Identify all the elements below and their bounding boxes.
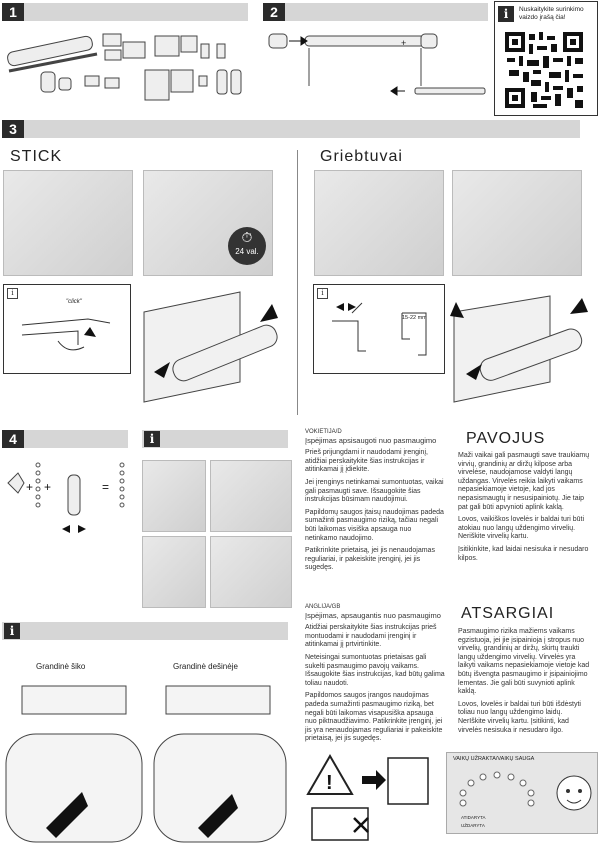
grip-title: Griebtuvai — [320, 148, 403, 165]
parts-illustration — [7, 33, 242, 101]
warning-gb-p3: Papildomos saugos įrangos naudojimas pad… — [305, 692, 443, 743]
warning-gb-block: ANGLIJA/GB Įspėjimas, apsaugantis nuo pa… — [305, 603, 445, 748]
info-header-bottom: i — [2, 622, 288, 640]
install-photo-4 — [210, 536, 292, 608]
warning-gb-p2: Neteisingai sumontuotas prietaisas gali … — [305, 653, 445, 687]
atsargiai-p1: Pasmaugimo rizika mažiems vaikams egzist… — [458, 628, 590, 696]
warning-gb-p1: Atidžiai perskaitykite šias instrukcijas… — [305, 624, 437, 649]
info-icon: i — [498, 6, 514, 22]
child-safety-strip: VAIKŲ UŽRAKTA/VAIKŲ SAUGA ATIDARYTA UŽDA… — [446, 752, 598, 834]
svg-text:=: = — [102, 480, 109, 494]
click-label: "click" — [66, 299, 82, 305]
pavojus-p1: Maži vaikai gali pasmaugti save traukiam… — [458, 452, 590, 511]
section-4-header: 4 — [2, 430, 128, 448]
warning-lt-block: VOKIETIJA/D Įspėjimas apsisaugoti nuo pa… — [305, 428, 445, 577]
pavojus-p2: Lovos, vaikiškos lovelės ir baldai turi … — [458, 516, 585, 541]
video-note-line1: Nuskaitykite surinkimo — [519, 6, 584, 13]
safety-warning-illustration: ! — [306, 754, 429, 841]
grip-detail-box: i 15-22 mm — [313, 284, 445, 374]
closed-label: UŽDARYTA — [461, 823, 485, 828]
section-2-number: 2 — [263, 3, 285, 21]
install-photo-2 — [210, 460, 292, 532]
info-icon: i — [4, 623, 20, 639]
click-illustration — [21, 318, 111, 351]
section-3-header: 3 — [2, 120, 580, 138]
grip-photo-1 — [314, 170, 444, 276]
warning-lt-p1: Prieš prijungdami ir naudodami įrenginį,… — [305, 449, 428, 474]
svg-text:+: + — [26, 480, 33, 494]
pavojus-p3: Įsitikinkite, kad laidai nesisuka ir nes… — [458, 545, 589, 562]
video-note-box: i Nuskaitykite surinkimo vaizdo įrašą či… — [494, 1, 598, 116]
info-header-mid: i — [142, 430, 288, 448]
open-label: ATIDARYTA — [461, 815, 486, 820]
stick-mount-illustration — [143, 291, 278, 403]
warning-gb-lang: ANGLIJA/GB — [305, 604, 341, 610]
chain-left-label: Grandinė šiko — [36, 662, 86, 671]
stick-detail-box: i "click" — [3, 284, 131, 374]
install-photo-3 — [142, 536, 206, 608]
warning-gb-heading: Įspėjimas, apsaugantis nuo pasmaugimo — [305, 610, 441, 620]
warning-lt-lang: VOKIETIJA/D — [305, 429, 342, 435]
timer-label: 24 val. — [235, 247, 259, 256]
section-divider — [297, 150, 298, 415]
atsargiai-title: ATSARGIAI — [461, 605, 555, 622]
info-icon: i — [7, 288, 18, 299]
section-4-number: 4 — [2, 430, 24, 448]
section-1-number: 1 — [2, 3, 24, 21]
video-note-line2: vaizdo įrašą čia! — [519, 14, 566, 21]
info-icon: i — [317, 288, 328, 299]
stick-photo-1 — [3, 170, 133, 276]
atsargiai-block: Pasmaugimo rizika mažiems vaikams egzist… — [458, 628, 590, 739]
assembly-illustration: + — [268, 33, 486, 96]
grip-mount-illustration — [450, 295, 588, 403]
gap-label: 15-22 mm — [402, 315, 427, 321]
install-photo-1 — [142, 460, 206, 532]
warning-lt-p2: Jei įrenginys netinkamai sumontuotas, va… — [305, 478, 444, 504]
svg-text:+: + — [401, 38, 406, 48]
section-2-header: 2 — [263, 3, 488, 21]
baby-face-icon — [556, 775, 592, 811]
warning-lt-p3: Papildomų saugos įtaisų naudojimas paded… — [305, 508, 444, 542]
chain-side-illustration — [5, 685, 287, 843]
child-lock-label: VAIKŲ UŽRAKTA/VAIKŲ SAUGA — [453, 756, 535, 762]
stick-photo-2: ⏱ 24 val. — [143, 170, 273, 276]
svg-text:!: ! — [326, 772, 333, 794]
chain-right-label: Grandinė dešinėje — [173, 662, 238, 671]
grip-detail-illustration — [332, 302, 427, 356]
atsargiai-p2: Lovos, lovelės ir baldai turi būti išdės… — [458, 700, 581, 734]
warning-lt-heading: Įspėjimas apsisaugoti nuo pasmaugimo — [305, 435, 437, 445]
section-1-header: 1 — [2, 3, 248, 21]
grip-photo-2 — [452, 170, 582, 276]
stick-title: STICK — [10, 148, 63, 165]
info-icon: i — [144, 431, 160, 447]
pavojus-block: Maži vaikai gali pasmaugti save traukiam… — [458, 452, 590, 567]
timer-icon: ⏱ 24 val. — [228, 227, 266, 265]
chain-loop-illustration — [459, 771, 535, 807]
warning-lt-p4: Patikrinkite prietaisą, jei jis nenaudoj… — [305, 547, 435, 572]
section-3-number: 3 — [2, 120, 24, 138]
chain-assembly-illustration: + + = — [7, 462, 125, 533]
qr-code-icon[interactable] — [503, 30, 585, 110]
svg-text:+: + — [44, 480, 51, 494]
pavojus-title: PAVOJUS — [466, 430, 546, 447]
